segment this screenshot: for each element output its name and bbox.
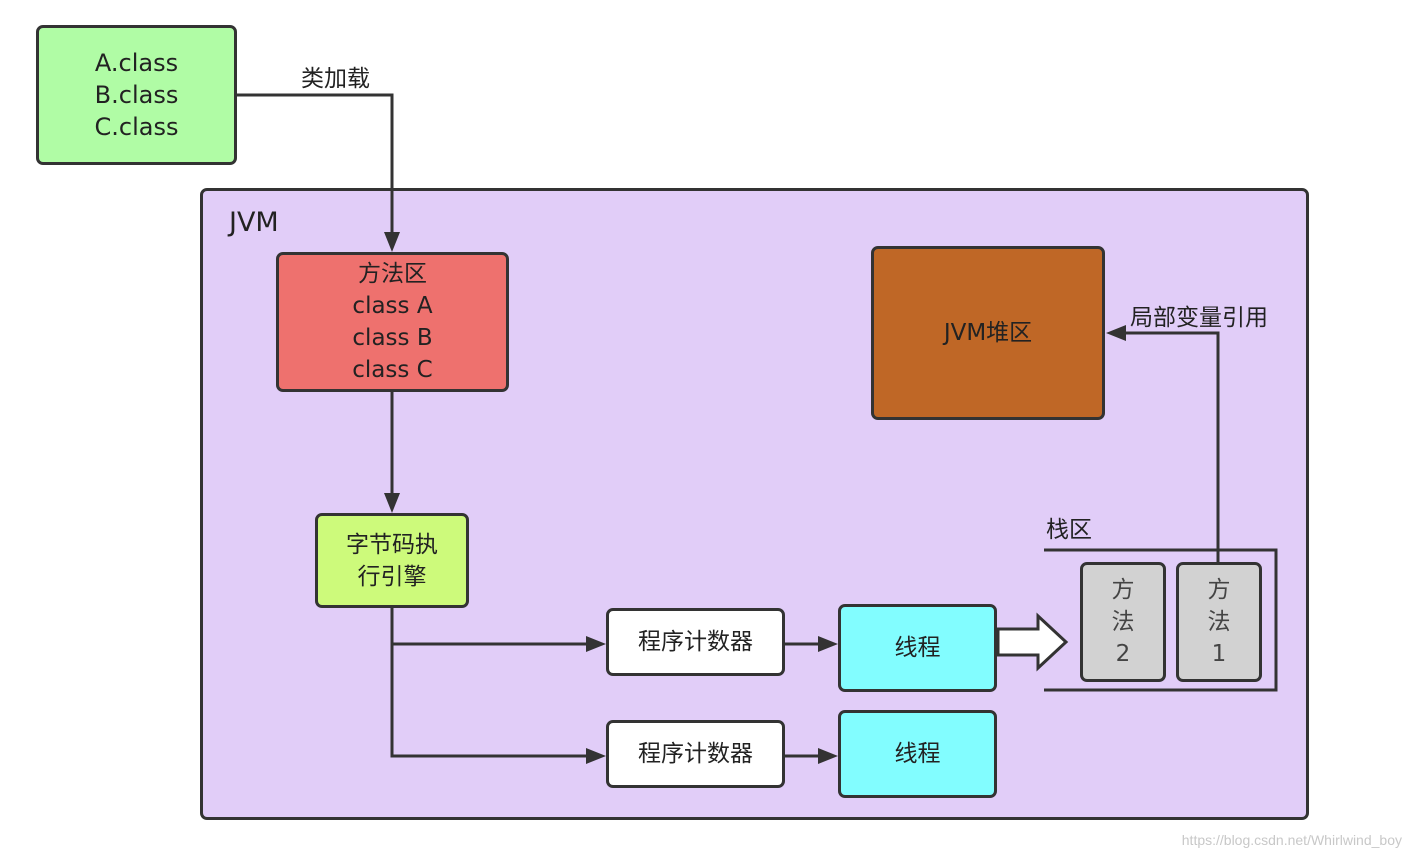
engine-to-pc1-arrow <box>390 608 590 646</box>
class-file-line: C.class <box>94 113 179 141</box>
class-loading-arrowhead <box>384 232 400 252</box>
stack-frame-line: 法 <box>1111 609 1135 635</box>
watermark: https://blog.csdn.net/Whirlwind_boy <box>1181 832 1402 848</box>
class-loading-label: 类加载 <box>301 66 370 92</box>
engine-line: 字节码执 <box>346 531 438 558</box>
heap-arrowhead <box>1106 325 1126 341</box>
program-counter-label: 程序计数器 <box>638 741 753 767</box>
local-var-ref-arrow <box>1122 331 1220 562</box>
jvm-heap-node: JVM堆区 <box>871 246 1105 420</box>
stack-frame-node: 方 法 1 <box>1176 562 1262 682</box>
jvm-label: JVM <box>229 207 279 238</box>
stack-frame-line: 方 <box>1111 577 1135 603</box>
stack-frame-line: 1 <box>1211 641 1227 667</box>
engine-arrowhead <box>384 493 400 513</box>
program-counter-label: 程序计数器 <box>638 629 753 655</box>
method-area-line: 方法区 <box>358 261 427 287</box>
engine-to-pc2-arrow <box>390 644 590 758</box>
method-area-line: class C <box>352 357 433 383</box>
stack-bracket <box>1044 548 1278 692</box>
heap-label: JVM堆区 <box>943 320 1033 346</box>
thread-node: 线程 <box>838 710 997 798</box>
method-area-line: class A <box>352 293 433 319</box>
method-area-line: class B <box>352 325 433 351</box>
bytecode-engine-node: 字节码执 行引擎 <box>315 513 469 608</box>
thread-label: 线程 <box>894 741 941 767</box>
stack-frame-line: 方 <box>1207 577 1231 603</box>
thread1-arrowhead <box>818 636 838 652</box>
class-loading-arrow <box>237 93 394 236</box>
thread2-arrowhead <box>818 748 838 764</box>
program-counter-node: 程序计数器 <box>606 720 785 788</box>
class-file-line: A.class <box>94 49 179 77</box>
engine-line: 行引擎 <box>357 563 427 590</box>
class-file-line: B.class <box>94 81 179 109</box>
stack-frame-line: 2 <box>1115 641 1131 667</box>
local-var-ref-label: 局部变量引用 <box>1130 305 1268 331</box>
thread-node: 线程 <box>838 604 997 692</box>
thread-to-stack-arrow <box>996 612 1069 672</box>
stack-frame-line: 法 <box>1207 609 1231 635</box>
pc1-arrowhead <box>586 636 606 652</box>
class-files-node: A.class B.class C.class <box>36 25 237 165</box>
stack-label: 栈区 <box>1046 517 1092 543</box>
pc2-arrowhead <box>586 748 606 764</box>
method-area-node: 方法区 class A class B class C <box>276 252 509 392</box>
stack-frame-node: 方 法 2 <box>1080 562 1166 682</box>
program-counter-node: 程序计数器 <box>606 608 785 676</box>
thread-label: 线程 <box>894 635 941 661</box>
